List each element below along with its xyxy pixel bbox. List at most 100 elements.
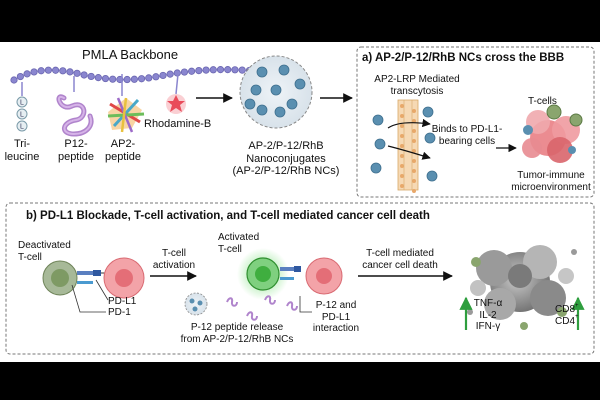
release-label: P-12 peptide release from AP-2/P-12/RhB … bbox=[180, 322, 294, 345]
ap2-label: AP2- peptide bbox=[104, 138, 142, 163]
markers-label: CD8 CD4 bbox=[555, 304, 576, 327]
binds-label: Binds to PD-L1- bearing cells bbox=[431, 124, 503, 147]
backbone-bead bbox=[66, 68, 74, 76]
backbone-bead bbox=[123, 75, 131, 84]
bbb-cell-nucleus bbox=[412, 189, 416, 193]
backbone-bead bbox=[238, 66, 246, 74]
pdl1-pointer bbox=[95, 279, 109, 301]
deactivated-tcell bbox=[42, 260, 78, 296]
trileucine-icon: L L L bbox=[16, 82, 28, 132]
dying-tumor-cluster bbox=[467, 245, 577, 330]
bbb-cell-nucleus bbox=[412, 169, 416, 173]
bbb-cell-nucleus bbox=[412, 179, 416, 183]
panel-a-particle bbox=[424, 132, 436, 144]
bbb-cell-nucleus bbox=[412, 159, 416, 163]
svg-text:L: L bbox=[20, 100, 24, 107]
panel-a-title: a) AP-2/P-12/RhB NCs cross the BBB bbox=[362, 52, 565, 64]
nc-particle bbox=[286, 98, 298, 110]
nc-particle bbox=[270, 84, 282, 96]
panel-b-box bbox=[5, 202, 595, 355]
released-p12-peptides bbox=[226, 295, 298, 321]
cytokines-label: TNF-α IL-2 IFN-γ bbox=[473, 298, 503, 332]
bbb-cell-nucleus bbox=[400, 124, 404, 128]
nc-particle bbox=[256, 104, 268, 116]
panel-a-particle bbox=[422, 106, 434, 118]
panel-b-title: b) PD-L1 Blockade, T-cell activation, an… bbox=[26, 210, 430, 222]
backbone-bead bbox=[73, 69, 81, 77]
released-peptide bbox=[246, 311, 258, 321]
bbb-cell-nucleus bbox=[400, 154, 404, 158]
pdl1-label: PD-L1 bbox=[108, 296, 137, 307]
backbone-bead bbox=[188, 67, 196, 75]
released-peptide bbox=[226, 297, 238, 307]
backbone-bead bbox=[44, 66, 52, 74]
backbone-bead bbox=[202, 66, 210, 74]
transcytosis-label: AP2-LRP Mediated transcytosis bbox=[374, 74, 460, 97]
backbone-bead bbox=[80, 71, 88, 79]
bbb-cell-nucleus bbox=[400, 174, 404, 178]
p12-peptide-icon bbox=[56, 76, 94, 137]
interaction-label: P-12 and PD-L1 interaction bbox=[312, 300, 360, 334]
bbb-cell-nucleus bbox=[400, 144, 404, 148]
bbb-cell-nucleus bbox=[412, 109, 416, 113]
backbone-bead bbox=[30, 68, 38, 76]
cancer-cell-1 bbox=[103, 257, 145, 299]
backbone-bead bbox=[180, 68, 189, 76]
backbone-bead bbox=[195, 66, 203, 75]
tcell-activation-label: T-cell activation bbox=[152, 248, 196, 271]
activated-receptor-complex bbox=[280, 266, 301, 280]
interaction-bracket bbox=[299, 296, 312, 313]
transcytosis-arrow bbox=[387, 118, 431, 129]
panel-a-particle bbox=[426, 170, 438, 182]
bbb-cell-nucleus bbox=[400, 114, 404, 118]
backbone-bead bbox=[130, 75, 138, 83]
rhodamine-icon bbox=[166, 73, 186, 114]
panel-a-particle bbox=[374, 138, 386, 150]
p12-label: P12- peptide bbox=[57, 138, 95, 163]
backbone-bead bbox=[166, 70, 174, 78]
backbone-bead bbox=[209, 66, 217, 74]
nc-particle bbox=[274, 106, 286, 118]
deactivated-label: Deactivated T-cell bbox=[18, 240, 71, 263]
backbone-bead bbox=[109, 75, 117, 83]
nc-particle bbox=[250, 84, 262, 96]
backbone-bead bbox=[145, 74, 153, 82]
backbone-bead bbox=[16, 72, 24, 81]
backbone-bead bbox=[224, 66, 232, 74]
nc-particle bbox=[256, 66, 268, 78]
backbone-bead bbox=[159, 71, 167, 80]
bbb-cell-nucleus bbox=[400, 104, 404, 108]
backbone-bead bbox=[59, 67, 67, 75]
bbb-cell-nucleus bbox=[412, 119, 416, 123]
death-label: T-cell mediated cancer cell death bbox=[362, 248, 438, 271]
bbb-cell-nucleus bbox=[412, 149, 416, 153]
panel-a-particle bbox=[370, 162, 382, 174]
svg-text:L: L bbox=[20, 124, 24, 131]
activated-tcell bbox=[237, 248, 289, 300]
backbone-bead bbox=[137, 75, 146, 83]
backbone-bead bbox=[152, 73, 160, 81]
markers-superscript: + + bbox=[575, 303, 579, 321]
released-peptide bbox=[264, 295, 276, 305]
ap2-peptide-icon bbox=[107, 74, 145, 133]
backbone-bead bbox=[101, 74, 110, 83]
activated-label: Activated T-cell bbox=[218, 232, 260, 255]
nc-particle bbox=[294, 78, 306, 90]
panel-a-particle bbox=[372, 114, 384, 126]
backbone-bead bbox=[37, 67, 45, 75]
bbb-barrier bbox=[397, 99, 419, 193]
bbb-cell-nucleus bbox=[400, 164, 404, 168]
backbone-bead bbox=[216, 66, 225, 74]
backbone-bead bbox=[52, 66, 60, 74]
tumor-micro-label: Tumor-immune microenvironment bbox=[511, 170, 591, 193]
panel-a-box bbox=[356, 46, 595, 198]
cancer-cell-2 bbox=[305, 257, 343, 295]
rhodamine-label: Rhodamine-B bbox=[144, 118, 212, 130]
bbb-cell-nucleus bbox=[412, 139, 416, 143]
nc-particle bbox=[244, 98, 256, 110]
pd1-label: PD-1 bbox=[108, 307, 131, 318]
backbone-bead bbox=[23, 70, 31, 78]
nanoconjugate-icon bbox=[239, 55, 313, 129]
nanoconjugate-label: AP-2/P-12/RhB Nanoconjugates (AP-2/P-12/… bbox=[232, 140, 340, 178]
panel-a-nanoparticles bbox=[370, 106, 438, 182]
